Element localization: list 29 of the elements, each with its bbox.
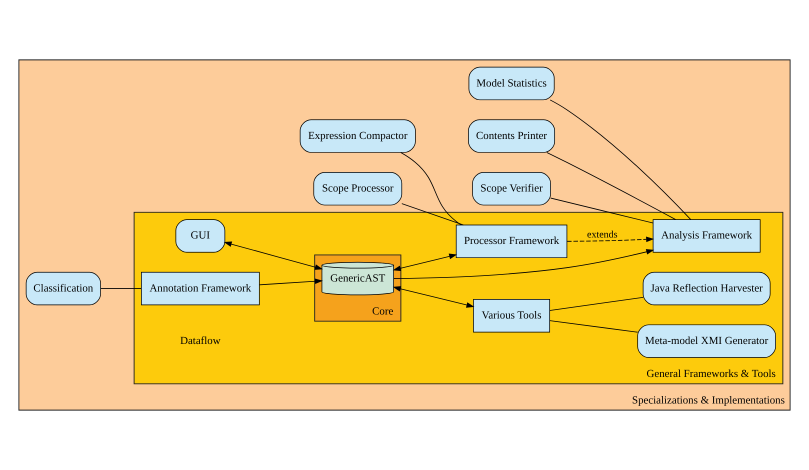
edge-label: extends [587, 230, 618, 241]
node-box: Analysis Framework [652, 219, 761, 253]
arrow [392, 254, 458, 272]
arrow [224, 241, 323, 270]
connector [100, 288, 142, 289]
node-box: Scope Processor [313, 172, 402, 206]
connector [549, 296, 644, 311]
node-box: Java Reflection Harvester [642, 272, 771, 306]
arrow [566, 236, 654, 242]
node-box: Meta-model XMI Generator [637, 324, 776, 358]
node-box: Contents Printer [468, 119, 556, 153]
node-box: GUI [176, 219, 226, 253]
connector [546, 152, 676, 220]
node-box: Model Statistics [468, 66, 555, 100]
connector [400, 152, 462, 226]
arrow [259, 278, 323, 286]
arrow [393, 249, 654, 279]
connector [550, 198, 654, 224]
legend-label: Dataflow [180, 334, 221, 347]
arrow [392, 286, 474, 308]
connector [550, 100, 692, 220]
node-box: Classification [26, 272, 101, 306]
node-box: Processor Framework [456, 224, 568, 258]
connector [401, 203, 464, 226]
node-box: Scope Verifier [472, 172, 551, 206]
connector [549, 320, 638, 333]
node-box: Annotation Framework [141, 272, 260, 306]
node-box: Expression Compactor [300, 119, 416, 153]
node-box: Various Tools [473, 299, 550, 332]
